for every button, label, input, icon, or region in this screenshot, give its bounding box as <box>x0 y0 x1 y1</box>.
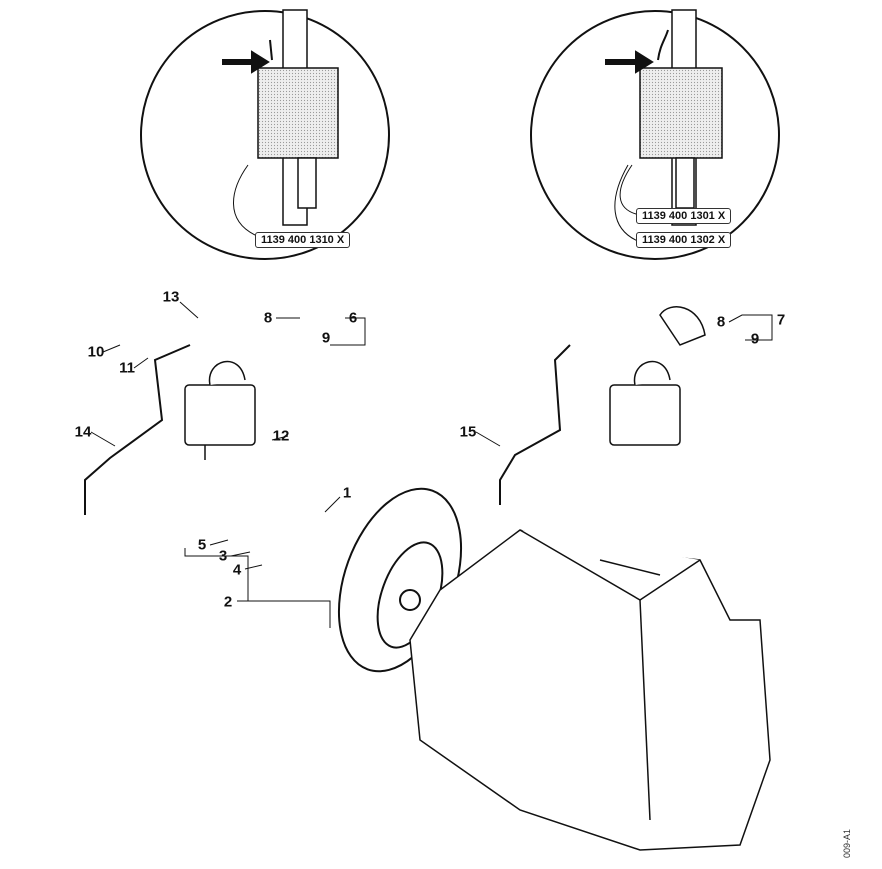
callout-11: 11 <box>119 359 135 377</box>
callout-4: 4 <box>232 561 242 579</box>
callout-9: 9 <box>321 329 331 347</box>
wiring-right <box>499 344 571 505</box>
callout-10: 10 <box>87 343 105 361</box>
callout-5: 5 <box>197 536 207 554</box>
callout-1: 1 <box>342 484 352 502</box>
callout-8: 8 <box>263 309 273 327</box>
part-number-label: 1139 400 1301 X <box>636 208 732 224</box>
reference-code: 009-A1 <box>842 828 852 858</box>
callout-12: 12 <box>272 427 290 445</box>
part-number-label: 1139 400 1310 X <box>255 232 351 248</box>
part-number-label: 1139 400 1302 X <box>636 232 732 248</box>
callout-6: 6 <box>348 309 358 327</box>
callout-15: 15 <box>459 423 477 441</box>
callout-3: 3 <box>218 547 228 565</box>
wiring-left <box>84 344 191 515</box>
callout-9-right: 9 <box>750 330 760 348</box>
ignition-module-left <box>184 360 256 460</box>
leader-lines <box>90 301 773 628</box>
callout-14: 14 <box>74 423 92 441</box>
callout-13: 13 <box>162 288 180 306</box>
ignition-module-right <box>609 306 706 446</box>
callout-8-right: 8 <box>716 313 726 331</box>
detail-circle-left <box>140 9 390 260</box>
detail-circle-right <box>530 9 780 260</box>
callout-2: 2 <box>223 593 233 611</box>
callout-7: 7 <box>776 311 786 329</box>
engine-housing <box>409 529 771 851</box>
